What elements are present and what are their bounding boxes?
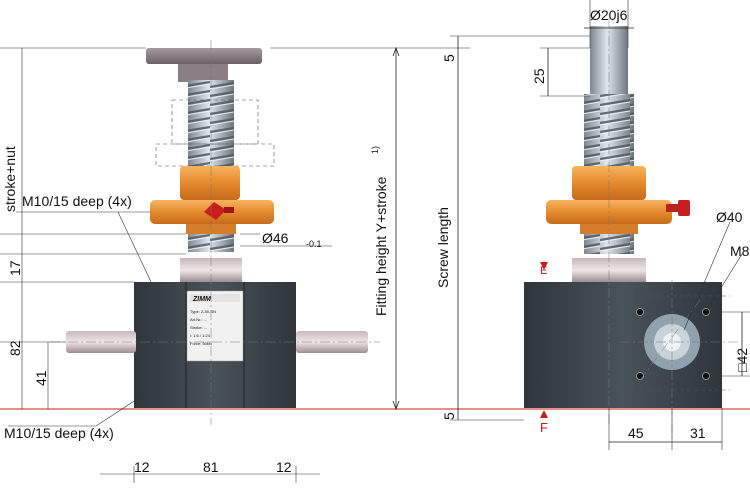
label-screw-length: Screw length	[435, 207, 451, 288]
label-shaft-dia: Ø46	[262, 230, 289, 246]
label-dim-82: 82	[7, 340, 23, 356]
label-dim-12-right: 12	[276, 459, 292, 475]
lubricator-handle	[204, 202, 226, 220]
label-stroke-nut: stroke+nut	[2, 146, 18, 212]
label-dim-31: 31	[690, 425, 706, 441]
label-force-f: F	[540, 420, 548, 435]
nameplate-line: Art.Nr.: ...	[190, 317, 207, 322]
mount-hole	[636, 308, 644, 316]
mount-hole	[636, 372, 644, 380]
nameplate-brand: ZIMM	[192, 296, 211, 303]
label-journal-dia: Ø20j6	[590, 7, 628, 23]
force-arrow-e	[540, 262, 548, 270]
label-dim-42: □42	[734, 348, 750, 372]
label-thread-m8: M8	[730, 243, 750, 259]
label-thread-top: M10/15 deep (4x)	[22, 193, 132, 209]
label-force-e: E	[540, 265, 547, 277]
label-dim-81: 81	[203, 459, 219, 475]
label-dim-5-bottom: 5	[441, 412, 457, 420]
nameplate-line: Stroke: ...	[190, 325, 207, 330]
nameplate: ZIMM Type: Z-50-SN Art.Nr.: ... Stroke: …	[186, 290, 244, 362]
label-dim-45: 45	[628, 425, 644, 441]
nameplate-line: i: 1:6 / 1:24	[190, 333, 211, 338]
nut-phantom-collar	[171, 99, 259, 145]
label-thread-bottom: M10/15 deep (4x)	[4, 425, 114, 441]
worm-shaft-right	[296, 331, 368, 353]
lubricator-stub	[224, 207, 234, 213]
lubricator-cap	[678, 200, 690, 216]
label-dim-12-left: 12	[134, 459, 150, 475]
nameplate-line: Force: 50kN	[190, 341, 212, 346]
lubricator-stem	[666, 204, 680, 212]
label-dim-25: 25	[531, 68, 547, 84]
label-hole-40: Ø40	[716, 209, 743, 225]
side-view: E F Ø20j6 25 5 Screw length 5 Ø40 M8 □42	[435, 0, 750, 450]
nut-body	[180, 166, 240, 200]
label-shaft-tol: -0.1	[306, 239, 322, 249]
label-dim-17: 17	[7, 260, 23, 276]
label-fitting-sup: 1)	[370, 146, 380, 154]
top-flange-neck	[178, 64, 228, 82]
nameplate-line: Type: Z-50-SN	[190, 309, 216, 314]
force-arrow-f	[540, 410, 548, 418]
label-fitting-height: Fitting height Y+stroke	[373, 176, 389, 316]
label-dim-41: 41	[33, 370, 49, 386]
label-dim-5-top: 5	[441, 54, 457, 62]
top-flange	[146, 48, 262, 64]
front-view: ZIMM Type: Z-50-SN Art.Nr.: ... Stroke: …	[0, 40, 380, 483]
